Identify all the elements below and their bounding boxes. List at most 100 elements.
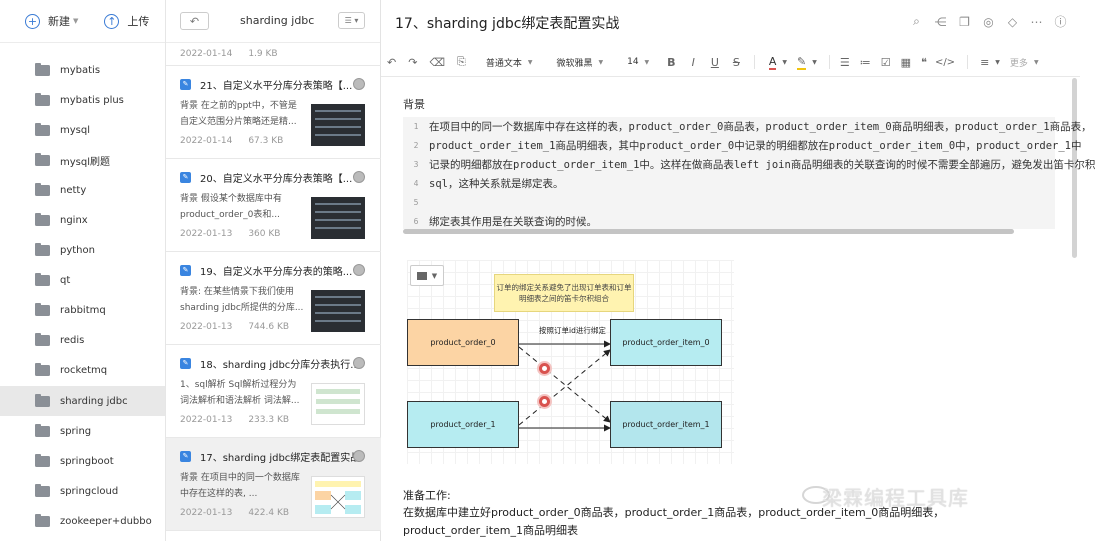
toolbar-divider — [828, 55, 830, 69]
chevron-down-icon[interactable]: ▼ — [782, 58, 788, 66]
folder-item[interactable]: redis — [0, 326, 165, 356]
card-title-row: ✎17、sharding jdbc绑定表配置实战 — [180, 448, 381, 464]
paragraph-style-select[interactable]: 普通文本▼ — [486, 56, 533, 69]
document-icon: ✎ — [180, 171, 191, 183]
header-actions: ⌕ ⋲ ❐ ◎ ◇ ⋯ ⓘ — [900, 14, 1068, 29]
folder-item[interactable]: mybatis — [0, 55, 165, 85]
eraser-icon[interactable]: ⌫ — [429, 55, 445, 69]
table-icon[interactable]: ▦ — [900, 55, 912, 69]
code-icon[interactable]: </> — [934, 56, 956, 68]
upload-button[interactable]: ↑ 上传 — [104, 13, 149, 29]
folder-item[interactable]: netty — [0, 175, 165, 205]
card-thumbnail — [311, 383, 365, 425]
folder-item[interactable]: springcloud — [0, 476, 165, 506]
share-icon[interactable]: ⋲ — [934, 14, 947, 29]
folder-item[interactable]: mysql刷题 — [0, 145, 165, 175]
numbered-list-icon[interactable]: ≔ — [859, 55, 871, 69]
align-icon[interactable]: ≡ — [980, 55, 990, 69]
card-date: 2022-01-14 — [180, 136, 233, 146]
chevron-down-icon: ▼ — [644, 58, 650, 66]
folder-item[interactable]: qt — [0, 266, 165, 296]
format-painter-icon[interactable]: ⎘ — [457, 55, 466, 68]
bullet-list-icon[interactable]: ☰ — [839, 55, 850, 69]
diagram-edges — [518, 340, 611, 432]
folder-item[interactable]: python — [0, 236, 165, 266]
chevron-down-icon: ▼ — [1033, 58, 1039, 66]
checkbox-icon[interactable]: ☑ — [880, 55, 891, 69]
card-title: 20、自定义水平分库分表策略【... — [200, 173, 353, 185]
note-card[interactable]: ✎19、自定义水平分库分表的策略...背景: 在某些情景下我们使用shardin… — [166, 251, 381, 345]
code-text: 记录的明细都放在product_order_item_1中。这样在做商品表lef… — [429, 159, 1095, 171]
more-icon[interactable]: ⋯ — [1030, 14, 1043, 29]
search-icon[interactable]: ⌕ — [913, 14, 920, 28]
redo-icon[interactable]: ↷ — [408, 55, 418, 69]
note-card[interactable]: ✎20、自定义水平分库分表策略【...背景 假设某个数据库中有product_o… — [166, 158, 381, 252]
image-icon — [416, 271, 427, 280]
note-card[interactable]: ✎18、sharding jdbc分库分表执行...1、sql解析 Sql解析过… — [166, 344, 381, 438]
folder-item[interactable]: rabbitmq — [0, 296, 165, 326]
back-button[interactable]: ↶ — [180, 12, 209, 30]
chevron-down-icon: ▼ — [527, 58, 533, 66]
quote-icon[interactable]: ❝ — [921, 55, 927, 69]
folder-icon — [35, 122, 50, 136]
new-label: 新建 — [48, 15, 70, 28]
folder-item[interactable]: zookeeper+dubbo — [0, 506, 165, 536]
view-mode-button[interactable]: ☰ ▾ — [338, 12, 365, 29]
folder-icon — [35, 513, 50, 527]
card-date: 2022-01-13 — [180, 229, 233, 239]
image-menu-button[interactable]: ▼ — [410, 265, 444, 286]
highlight-icon[interactable]: ✎ — [797, 54, 807, 70]
more-tools-label: 更多 — [1009, 58, 1028, 69]
forbidden-icon — [537, 361, 552, 376]
document-icon: ✎ — [180, 78, 191, 90]
node-product-order-1: product_order_1 — [407, 401, 519, 448]
folder-item[interactable]: spring — [0, 416, 165, 446]
edge-label: 按照订单id进行绑定 — [539, 326, 606, 335]
folder-icon — [35, 453, 50, 467]
card-thumbnail — [311, 476, 365, 518]
italic-icon[interactable]: I — [691, 55, 695, 69]
folder-label: springboot — [60, 455, 114, 467]
new-button[interactable]: + 新建 ▼ — [25, 13, 78, 29]
toolbar-divider — [753, 55, 755, 69]
folder-icon — [35, 273, 50, 287]
font-family-select[interactable]: 微软雅黑▼ — [556, 56, 603, 69]
folder-item[interactable]: rocketmq — [0, 356, 165, 386]
document-scrollbar[interactable] — [1072, 78, 1077, 258]
document-title[interactable]: 17、sharding jdbc绑定表配置实战 — [395, 16, 620, 32]
present-icon[interactable]: ◎ — [983, 14, 994, 29]
more-tools-button[interactable]: 更多 ▼ — [1010, 56, 1039, 69]
undo-icon[interactable]: ↶ — [387, 55, 397, 69]
note-card[interactable]: ✎21、自定义水平分库分表策略【...背景 在之前的ppt中，不管是自定义范围分… — [166, 65, 381, 159]
shared-icon — [353, 171, 365, 183]
folder-item[interactable]: mybatis plus — [0, 85, 165, 115]
diagram-image[interactable]: ▼ 订单的绑定关系避免了出现订单表和订单明细表之间的笛卡尔积组合 按照订单id进… — [407, 260, 734, 464]
code-text: 在项目中的同一个数据库中存在这样的表，product_order_0商品表，pr… — [429, 121, 1092, 133]
first-item-meta[interactable]: 2022-01-14 1.9 KB — [180, 43, 278, 65]
card-title-row: ✎ 20、自定义水平分库分表策略【... — [180, 169, 381, 185]
note-card[interactable]: ✎17、sharding jdbc绑定表配置实战背景 在项目中的同一个数据库中存… — [166, 437, 381, 531]
font-color-icon[interactable]: A — [768, 54, 777, 70]
folder-item[interactable]: springboot — [0, 446, 165, 476]
folder-item[interactable]: nginx — [0, 205, 165, 235]
code-horizontal-scrollbar[interactable] — [403, 229, 1014, 234]
info-icon[interactable]: ⓘ — [1054, 15, 1067, 29]
folder-item[interactable]: mysql — [0, 115, 165, 145]
font-size-select[interactable]: 14▼ — [627, 57, 649, 67]
card-date: 2022-01-13 — [180, 322, 233, 332]
code-line: 5 — [403, 193, 1055, 212]
strikethrough-icon[interactable]: S — [732, 55, 740, 69]
folder-item[interactable]: sharding jdbc — [0, 386, 165, 417]
chevron-down-icon[interactable]: ▼ — [995, 58, 1000, 66]
chevron-down-icon[interactable]: ▼ — [812, 58, 817, 66]
document-icon: ✎ — [180, 264, 191, 276]
bold-icon[interactable]: B — [667, 55, 676, 69]
watermark-text: 梁霖编程工具库 — [822, 486, 969, 510]
folder-label: rabbitmq — [60, 305, 106, 317]
tag-icon[interactable]: ◇ — [1007, 14, 1018, 29]
underline-icon[interactable]: U — [710, 55, 719, 69]
copy-icon[interactable]: ❐ — [959, 14, 970, 29]
